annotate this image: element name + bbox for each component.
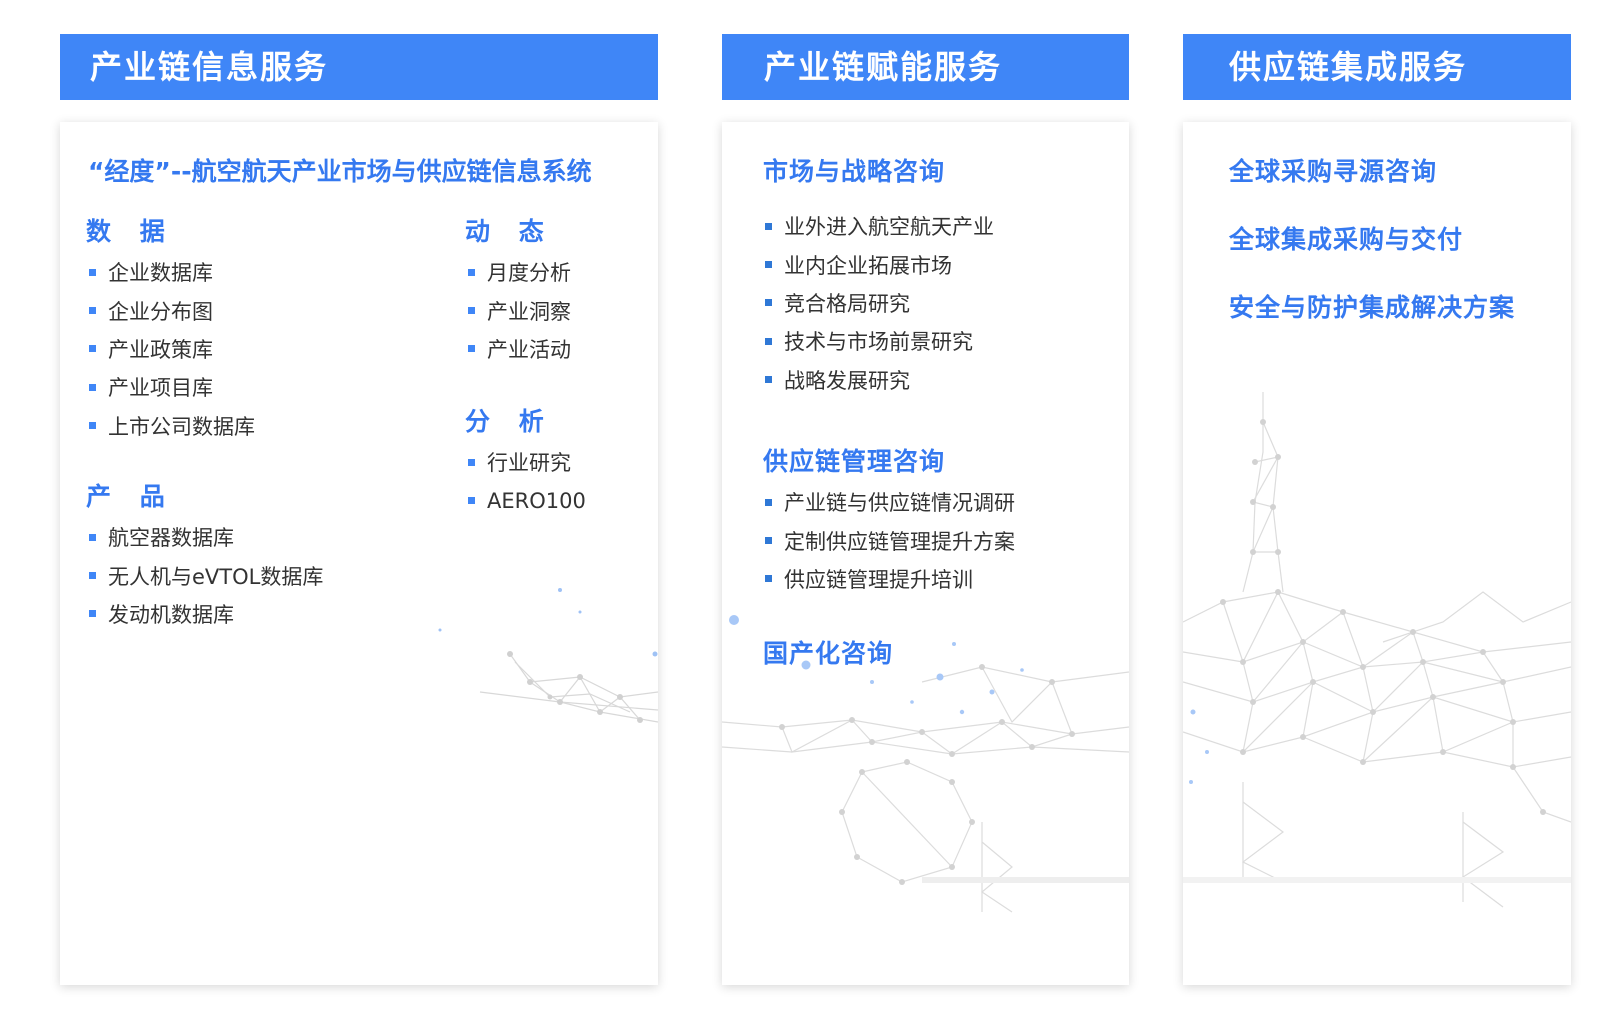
wireframe-airplane-illustration: [722, 615, 1129, 913]
list-item[interactable]: 上市公司数据库: [89, 407, 255, 445]
data-item-list: 企业数据库 企业分布图 产业政策库 产业项目库 上市公司数据库: [89, 253, 255, 445]
square-bullet-icon: [468, 458, 475, 466]
list-item[interactable]: 业外进入航空航天产业: [765, 207, 994, 245]
square-bullet-icon: [765, 222, 772, 230]
square-bullet-icon: [468, 307, 475, 315]
list-item[interactable]: 月度分析: [468, 253, 571, 291]
list-item[interactable]: 行业研究: [468, 443, 586, 481]
square-bullet-icon: [765, 498, 772, 506]
list-item[interactable]: 无人机与eVTOL数据库: [89, 556, 323, 594]
square-bullet-icon: [89, 572, 96, 580]
list-item[interactable]: 战略发展研究: [765, 361, 994, 399]
list-item[interactable]: 企业分布图: [89, 291, 255, 329]
list-item[interactable]: 产业洞察: [468, 291, 571, 329]
list-item[interactable]: 航空器数据库: [89, 518, 323, 556]
section-title-analysis: 分 析: [465, 407, 554, 436]
list-item[interactable]: 产业活动: [468, 330, 571, 368]
square-bullet-icon: [89, 422, 96, 430]
section-title-supply-chain-mgmt[interactable]: 供应链管理咨询: [763, 447, 946, 476]
section-title-data: 数 据: [86, 217, 175, 246]
section-title-news: 动 态: [465, 217, 554, 246]
info-service-header: 产业链信息服务: [60, 34, 658, 100]
list-item[interactable]: 产业项目库: [89, 368, 255, 406]
list-item[interactable]: 企业数据库: [89, 253, 255, 291]
link-security-integration-solution[interactable]: 安全与防护集成解决方案: [1229, 293, 1516, 322]
square-bullet-icon: [89, 307, 96, 315]
square-bullet-icon: [765, 261, 772, 269]
wireframe-airplane-illustration: [1183, 392, 1571, 908]
link-global-sourcing[interactable]: 全球采购寻源咨询: [1229, 157, 1438, 186]
list-item[interactable]: 产业链与供应链情况调研: [765, 483, 1015, 521]
square-bullet-icon: [765, 575, 772, 583]
list-item[interactable]: 定制供应链管理提升方案: [765, 521, 1015, 559]
integration-service-column: 供应链集成服务: [1183, 34, 1571, 985]
square-bullet-icon: [89, 383, 96, 391]
list-item[interactable]: 业内企业拓展市场: [765, 245, 994, 283]
square-bullet-icon: [765, 376, 772, 384]
square-bullet-icon: [468, 268, 475, 276]
market-strategy-item-list: 业外进入航空航天产业 业内企业拓展市场 竞合格局研究 技术与市场前景研究 战略发…: [765, 207, 994, 399]
product-item-list: 航空器数据库 无人机与eVTOL数据库 发动机数据库: [89, 518, 323, 633]
section-title-market-strategy[interactable]: 市场与战略咨询: [763, 157, 946, 186]
square-bullet-icon: [468, 345, 475, 353]
enablement-service-column: 产业链赋能服务: [722, 34, 1129, 985]
analysis-item-list: 行业研究 AERO100: [468, 443, 586, 520]
enablement-service-header: 产业链赋能服务: [722, 34, 1129, 100]
list-item[interactable]: 技术与市场前景研究: [765, 322, 994, 360]
link-global-procurement-delivery[interactable]: 全球集成采购与交付: [1229, 225, 1464, 254]
square-bullet-icon: [468, 497, 475, 505]
square-bullet-icon: [89, 268, 96, 276]
square-bullet-icon: [89, 533, 96, 541]
square-bullet-icon: [89, 610, 96, 618]
square-bullet-icon: [89, 345, 96, 353]
section-title-localization[interactable]: 国产化咨询: [763, 639, 894, 668]
info-service-column: 产业链信息服务 “经度”--航空航天产业市场与供应链信息系统 数 据: [60, 34, 658, 985]
list-item[interactable]: AERO100: [468, 481, 586, 519]
jingdu-system-title[interactable]: “经度”--航空航天产业市场与供应链信息系统: [88, 157, 592, 186]
info-service-card: “经度”--航空航天产业市场与供应链信息系统 数 据 企业数据库 企业分布图 产…: [60, 122, 658, 985]
square-bullet-icon: [765, 299, 772, 307]
wireframe-airplane-illustration: [438, 588, 658, 723]
enablement-service-card: 市场与战略咨询 业外进入航空航天产业 业内企业拓展市场 竞合格局研究 技术与市场…: [722, 122, 1129, 985]
square-bullet-icon: [765, 537, 772, 545]
supply-chain-mgmt-item-list: 产业链与供应链情况调研 定制供应链管理提升方案 供应链管理提升培训: [765, 483, 1015, 598]
news-item-list: 月度分析 产业洞察 产业活动: [468, 253, 571, 368]
integration-service-header: 供应链集成服务: [1183, 34, 1571, 100]
list-item[interactable]: 发动机数据库: [89, 595, 323, 633]
section-title-product: 产 品: [86, 482, 175, 511]
list-item[interactable]: 供应链管理提升培训: [765, 560, 1015, 598]
square-bullet-icon: [765, 337, 772, 345]
integration-service-card: 全球采购寻源咨询 全球集成采购与交付 安全与防护集成解决方案: [1183, 122, 1571, 985]
list-item[interactable]: 竞合格局研究: [765, 284, 994, 322]
list-item[interactable]: 产业政策库: [89, 330, 255, 368]
